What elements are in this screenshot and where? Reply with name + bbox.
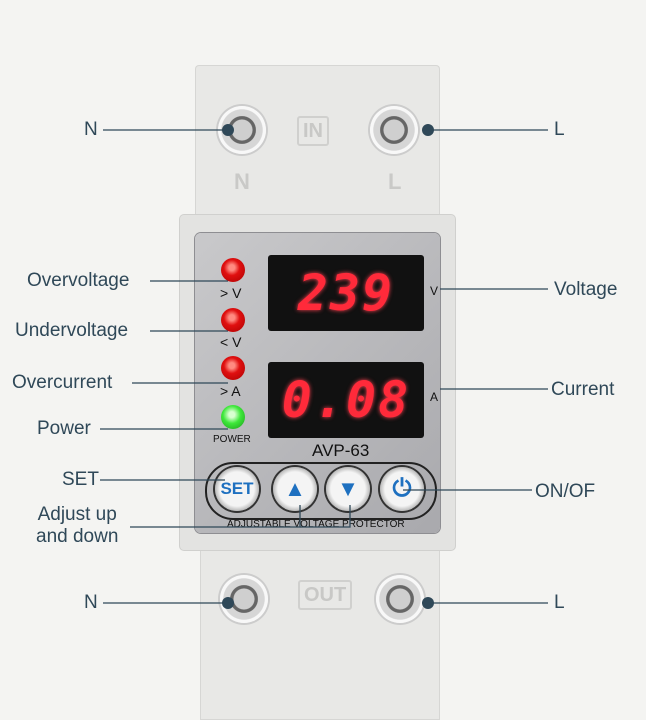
power-button[interactable]: ⏻ — [380, 467, 424, 511]
power-led-label: POWER — [213, 434, 251, 445]
callout-l-bottom: L — [554, 592, 565, 613]
callout-power: Power — [37, 418, 91, 439]
out-marking: OUT — [298, 580, 353, 610]
overvoltage-led-label: > V — [220, 285, 242, 301]
callout-n-top: N — [84, 119, 98, 140]
callout-dot — [422, 124, 434, 136]
callout-set: SET — [62, 469, 99, 490]
callout-dot — [422, 597, 434, 609]
in-marking: IN — [297, 116, 329, 146]
callout-overvoltage: Overvoltage — [27, 270, 130, 291]
up-button[interactable]: ▲ — [273, 467, 317, 511]
terminal-screw-l-out — [376, 575, 424, 623]
current-display: 0.08 — [268, 362, 424, 438]
l-marking-top: L — [388, 169, 402, 194]
undervoltage-led-label: < V — [220, 334, 242, 350]
callout-current: Current — [551, 379, 615, 400]
down-button[interactable]: ▼ — [326, 467, 370, 511]
terminal-screw-l-in — [370, 106, 418, 154]
set-button[interactable]: SET — [215, 467, 259, 511]
callout-dot — [222, 124, 234, 136]
panel-caption: ADJUSTABLE VOLTAGE PROTECTOR — [227, 519, 405, 530]
callout-onoff: ON/OF — [535, 481, 596, 502]
current-unit: A — [430, 390, 439, 404]
overcurrent-led — [221, 356, 245, 380]
callout-n-bottom: N — [84, 592, 98, 613]
button-bezel — [205, 462, 437, 520]
overcurrent-led-label: > A — [220, 383, 241, 399]
callout-l-top: L — [554, 119, 565, 140]
up-arrow-icon: ▲ — [284, 476, 306, 501]
voltage-display: 239 — [268, 255, 424, 331]
callout-voltage: Voltage — [554, 279, 618, 300]
power-icon: ⏻ — [392, 475, 412, 502]
overvoltage-led — [221, 258, 245, 282]
power-led — [221, 405, 245, 429]
undervoltage-led — [221, 308, 245, 332]
model-label: AVP-63 — [312, 441, 370, 460]
callout-undervoltage: Undervoltage — [15, 320, 129, 341]
callout-adjust: Adjust up and down — [36, 504, 119, 547]
callout-dot — [222, 597, 234, 609]
n-marking-top: N — [234, 169, 250, 194]
down-arrow-icon: ▼ — [337, 476, 359, 501]
callout-overcurrent: Overcurrent — [12, 372, 113, 393]
voltage-unit: V — [430, 284, 439, 298]
